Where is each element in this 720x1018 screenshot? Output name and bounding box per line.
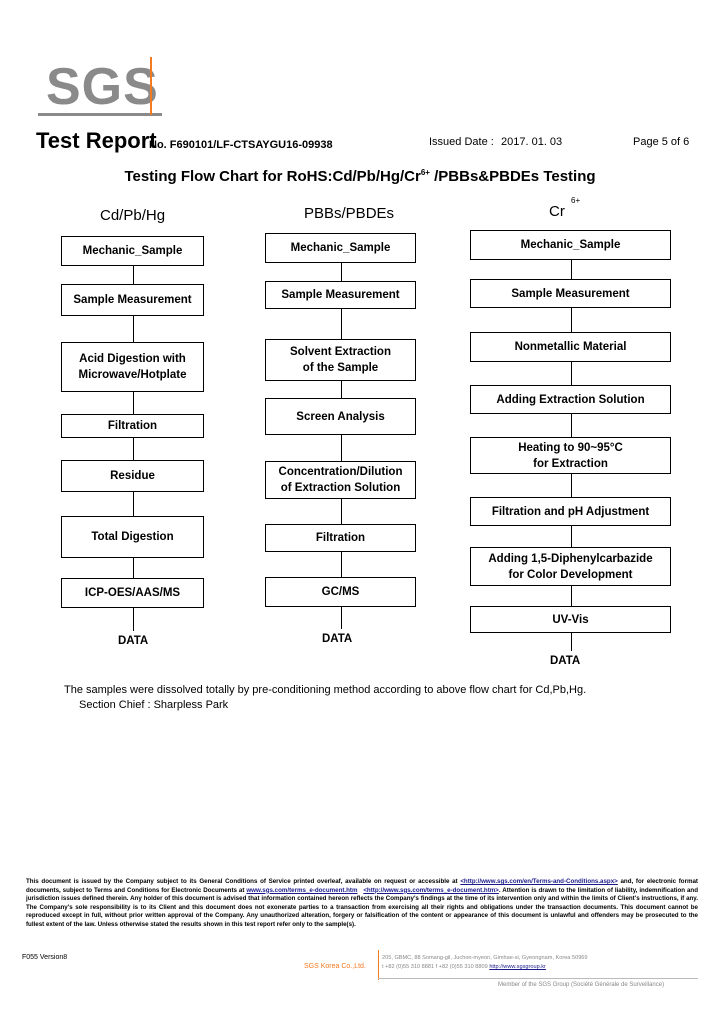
col3-connector-4: [570, 414, 572, 437]
method-note: The samples were dissolved totally by pr…: [64, 684, 587, 696]
col2-data-label: DATA: [322, 633, 353, 645]
col1-connector-4: [132, 438, 134, 460]
company-address-block: 205, GBMC, 88 Somang-gil, Juchon-myeon, …: [382, 954, 588, 972]
col1-step-1: Mechanic_Sample: [61, 236, 204, 266]
col1-connector-6: [132, 558, 134, 578]
col2-connector-1: [340, 263, 342, 281]
chart-title-superscript: 6+: [420, 168, 430, 177]
col2-step-4: Screen Analysis: [265, 398, 416, 435]
col2-connector-4: [340, 435, 342, 461]
col1-data-label: DATA: [118, 635, 149, 647]
col2-connector-5: [340, 499, 342, 524]
member-line: Member of the SGS Group (Société Général…: [498, 982, 665, 988]
col3-step-8: UV-Vis: [470, 606, 671, 633]
form-version: F055 Version8: [22, 954, 68, 961]
logo-text: SGS: [46, 58, 159, 116]
col2-heading: PBBs/PBDEs: [304, 205, 395, 222]
company-name: SGS Korea Co.,Ltd.: [304, 963, 366, 970]
col1-connector-2: [132, 316, 134, 342]
col3-connector-data: [570, 633, 572, 651]
chart-title-main: Testing Flow Chart for RoHS:Cd/Pb/Hg/Cr: [124, 168, 421, 185]
logo-accent: [150, 57, 152, 115]
col3-heading-superscript: 6+: [571, 196, 581, 205]
col1-connector-1: [132, 266, 134, 284]
disclaimer-part-2: and, for electronic format documents, su…: [26, 878, 698, 894]
col2-connector-2: [340, 309, 342, 339]
col3-connector-3: [570, 362, 572, 385]
col3-step-1: Mechanic_Sample: [470, 230, 671, 260]
col3-heading-text: Cr: [549, 203, 565, 220]
col2-connector-3: [340, 381, 342, 398]
footer-rule: [378, 978, 698, 979]
company-phone: t +82 (0)55 310 8881 f +82 (0)55 310 880…: [382, 964, 490, 970]
col3-step-2: Sample Measurement: [470, 279, 671, 308]
edoc-terms-link[interactable]: www.sgs.com/terms_e-document.htm: [246, 886, 358, 894]
disclaimer-part-3: . Attention is drawn to the limitation o…: [26, 886, 698, 928]
col3-connector-7: [570, 586, 572, 606]
flow-chart-title: Testing Flow Chart for RoHS:Cd/Pb/Hg/Cr6…: [0, 168, 720, 185]
company-contact: t +82 (0)55 310 8881 f +82 (0)55 310 880…: [382, 963, 588, 972]
col2-step-7: GC/MS: [265, 577, 416, 607]
col3-step-4: Adding Extraction Solution: [470, 385, 671, 414]
col1-step-5: Residue: [61, 460, 204, 492]
page-number: Page 5 of 6: [633, 136, 690, 148]
edoc-terms-link-2[interactable]: <http://www.sgs.com/terms_e-document.htm…: [363, 886, 499, 894]
col1-step-6: Total Digestion: [61, 516, 204, 558]
footer-divider: [378, 950, 379, 980]
report-title: Test Report: [36, 128, 157, 153]
issued-date-value: 2017. 01. 03: [501, 136, 563, 148]
company-website-link[interactable]: http://www.sgsgroup.kr: [489, 964, 546, 970]
section-chief: Section Chief : Sharpless Park: [79, 699, 229, 711]
col3-step-6: Filtration and pH Adjustment: [470, 497, 671, 526]
disclaimer-text: This document is issued by the Company s…: [26, 878, 698, 930]
col2-step-6: Filtration: [265, 524, 416, 552]
report-number: No. F690101/LF-CTSAYGU16-09938: [149, 139, 333, 151]
col3-step-3: Nonmetallic Material: [470, 332, 671, 362]
col3-connector-2: [570, 308, 572, 332]
sgs-logo: SGS: [38, 57, 166, 117]
col3-connector-5: [570, 474, 572, 497]
logo-underline: [38, 113, 162, 116]
terms-link[interactable]: <http://www.sgs.com/en/Terms-and-Conditi…: [460, 878, 618, 885]
col1-connector-3: [132, 392, 134, 414]
col2-step-2: Sample Measurement: [265, 281, 416, 309]
col2-connector-6: [340, 552, 342, 577]
col2-step-1: Mechanic_Sample: [265, 233, 416, 263]
col1-heading: Cd/Pb/Hg: [100, 207, 166, 224]
col2-connector-data: [340, 607, 342, 629]
col1-connector-data: [132, 608, 134, 631]
disclaimer-part-1: This document is issued by the Company s…: [26, 878, 461, 885]
col1-step-2: Sample Measurement: [61, 284, 204, 316]
col3-connector-1: [570, 260, 572, 279]
col1-connector-5: [132, 492, 134, 516]
chart-title-rest: /PBBs&PBDEs Testing: [429, 168, 596, 185]
col1-step-4: Filtration: [61, 414, 204, 438]
col3-heading: Cr: [549, 203, 565, 220]
col3-connector-6: [570, 526, 572, 547]
issued-date-label: Issued Date :: [429, 136, 494, 148]
company-address: 205, GBMC, 88 Somang-gil, Juchon-myeon, …: [382, 955, 588, 961]
col3-data-label: DATA: [550, 655, 581, 667]
col1-step-7: ICP-OES/AAS/MS: [61, 578, 204, 608]
